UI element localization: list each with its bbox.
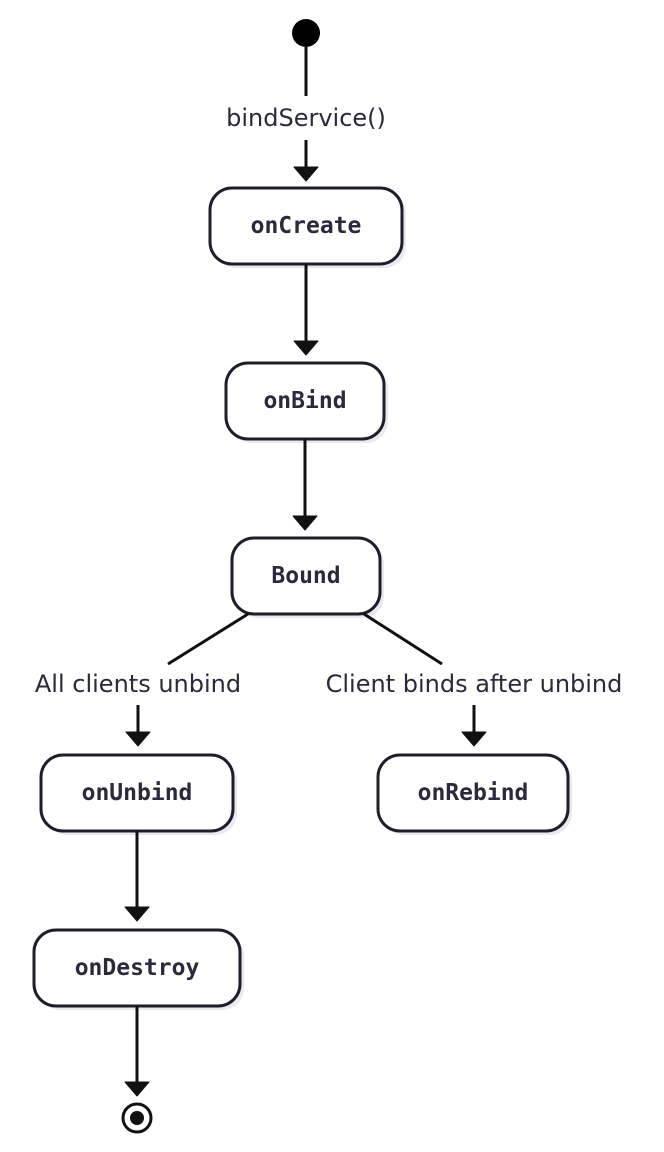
arrow-head [124,906,150,922]
arrow-head [461,731,487,747]
state-label-ondestroy: onDestroy [75,955,200,981]
state-oncreate: onCreate [208,186,406,268]
state-label-bound: Bound [271,563,340,589]
edge-bound-to-onrebind-upper [363,612,443,666]
state-ondestroy: onDestroy [32,928,244,1010]
state-onbind: onBind [224,361,388,443]
state-label-oncreate: onCreate [251,213,362,239]
arrow-head [293,166,319,182]
final-node [121,1102,153,1134]
state-onunbind: onUnbind [39,753,237,835]
edge-bound-to-onunbind-upper [167,612,249,666]
state-label-onunbind: onUnbind [82,780,193,806]
state-label-onrebind: onRebind [418,780,529,806]
edge-label-bind-service: bindService() [226,104,386,132]
arrow-head [293,340,319,356]
state-bound: Bound [230,536,384,618]
arrow-head [124,1081,150,1097]
edge-label-client-binds-after-unbind: Client binds after unbind [326,670,623,698]
edge-label-all-clients-unbind: All clients unbind [35,670,241,698]
state-label-onbind: onBind [263,388,346,414]
arrow-head [125,731,151,747]
state-onrebind: onRebind [376,753,572,835]
arrow-head [292,515,318,531]
initial-node [292,19,320,47]
